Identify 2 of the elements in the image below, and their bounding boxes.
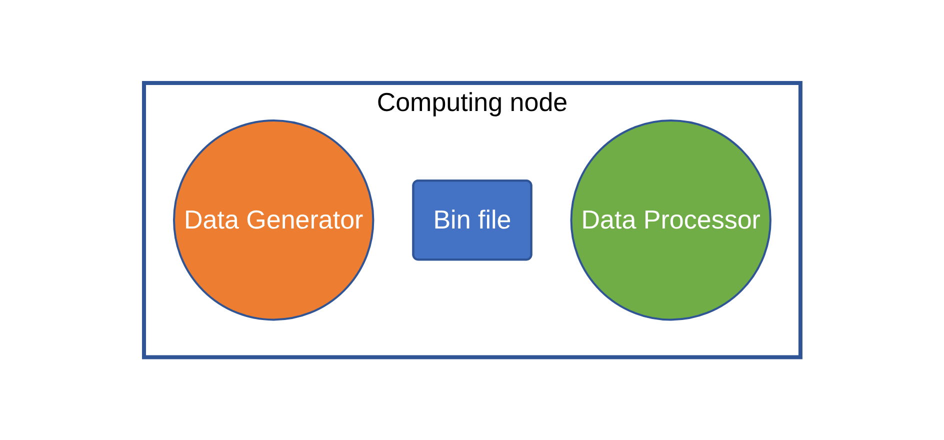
node-circle: Data Generator [172,119,374,321]
node-circle: Data Processor [570,119,772,321]
